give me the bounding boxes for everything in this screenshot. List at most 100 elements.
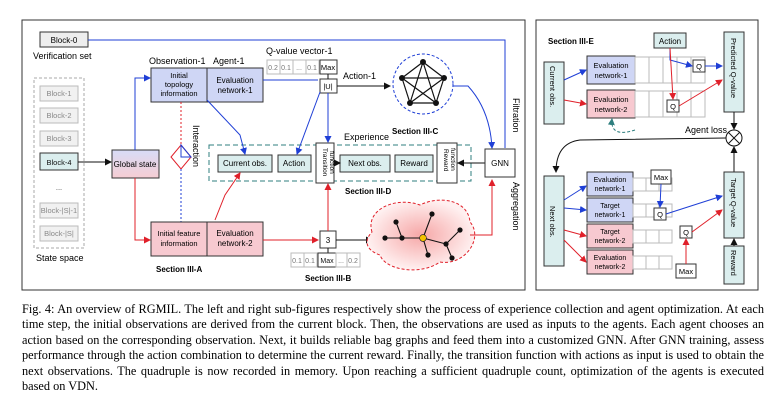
- r-q1-label: Q: [696, 62, 702, 71]
- target-q-label: Target Q-value: [729, 178, 738, 227]
- global-state-label: Global state: [114, 160, 157, 169]
- filtration-label: Filtration: [511, 98, 521, 133]
- reward-function-line2: function: [449, 148, 456, 171]
- r-qcell: [676, 56, 692, 84]
- right-panel-frame: [535, 19, 759, 291]
- section-e-label: Section III-E: [548, 37, 594, 46]
- r-qcell: [632, 203, 647, 218]
- r-qcell: [632, 229, 647, 244]
- bag-node: [399, 235, 405, 241]
- q-cell-3-value: ...: [296, 65, 302, 72]
- bag-node: [393, 219, 399, 225]
- exp-next-obs-label: Next obs.: [348, 159, 382, 168]
- u-to-action-arrow: [295, 91, 321, 155]
- transition-function-line2: function: [328, 151, 335, 174]
- exp-action: [277, 154, 312, 173]
- aggregation-label: Aggregation: [511, 182, 521, 231]
- r-obs-to-eval2-arrow: [563, 99, 587, 107]
- section-c-label: Section III-C: [392, 127, 438, 136]
- qvalue-vector-1-label: Q-value vector-1: [266, 46, 333, 56]
- u-label: |U|: [323, 82, 332, 91]
- state-block-4-label: Block-4: [46, 158, 71, 167]
- section-b-label: Section III-B: [305, 274, 351, 283]
- r-action-to-q2: [669, 47, 677, 100]
- figure-caption: Fig. 4: An overview of RGMIL. The left a…: [22, 302, 764, 394]
- r-qcell: [648, 56, 664, 84]
- block-0-label: Block-0: [51, 36, 78, 45]
- state-block-3: [39, 130, 79, 147]
- r-qcell: [648, 90, 664, 118]
- r-eval-net-2b-box: [586, 249, 634, 275]
- initial-topology-line1: Initial: [170, 71, 188, 80]
- r-qcell: [658, 229, 673, 244]
- exp-reward: [394, 154, 434, 173]
- verification-line: [88, 39, 506, 148]
- state-block-ellipsis: ...: [56, 183, 62, 192]
- r-next-obs-label: Next obs.: [548, 206, 557, 238]
- rgmil-overview-figure: Block-0 Verification set Block-1 Block-2…: [21, 19, 759, 291]
- r-qcell: [632, 177, 647, 192]
- r-max1-to-q3: [656, 183, 664, 208]
- bag-node: [429, 211, 435, 217]
- evaluation-network-1-box: [206, 67, 264, 103]
- state-block-1-label: Block-1: [46, 89, 71, 98]
- state-block-1: [39, 85, 79, 102]
- state-block-2-label: Block-2: [46, 111, 71, 120]
- q2-cell-1-value: 0.1: [292, 258, 302, 265]
- r-eval-net-1b-line1: Evaluation: [594, 177, 627, 184]
- exp-current-obs: [217, 154, 273, 173]
- evaluation-network-2-line2: network-2: [217, 239, 253, 248]
- bag-node: [449, 255, 455, 261]
- action-1-label: Action-1: [343, 71, 376, 81]
- r-qcell: [658, 255, 673, 270]
- initial-topology-line2: topology: [165, 80, 194, 89]
- agent-loss-cross: [728, 132, 740, 144]
- r-eval-net-1-line1: Evaluation: [593, 61, 628, 70]
- initial-feature-line2: information: [160, 239, 197, 248]
- state-block-3-label: Block-3: [46, 134, 71, 143]
- evaluation-network-1-line2: network-1: [217, 86, 253, 95]
- q2-cell-max: Max: [320, 258, 334, 265]
- r-eval-net-2b-line1: Evaluation: [594, 255, 627, 262]
- verification-set-label: Verification set: [33, 51, 92, 61]
- gnn-box: [484, 148, 516, 178]
- state-block-2: [39, 107, 79, 124]
- r-eval-net-1-box: [586, 55, 636, 85]
- r-next-to-target2: [563, 229, 587, 238]
- q-cell-4-value: 0.1: [307, 65, 317, 72]
- q-cell-1-value: 0.2: [268, 65, 278, 72]
- exp-current-obs-label: Current obs.: [223, 159, 267, 168]
- r-q3-label: Q: [657, 210, 663, 219]
- complete-graph: [401, 61, 445, 104]
- r-obs-to-eval1-arrow: [563, 69, 587, 81]
- exp-reward-label: Reward: [400, 159, 428, 168]
- agent-1-label: Agent-1: [213, 56, 245, 66]
- r-target-net-1-box: [586, 197, 634, 223]
- observation-1-label: Observation-1: [149, 56, 206, 66]
- state-block-s-minus-1: [39, 202, 79, 219]
- r-qcell: [632, 255, 647, 270]
- r-next-to-eval1b: [563, 185, 587, 201]
- r-max-2-label: Max: [679, 267, 693, 276]
- state-block-s: [39, 225, 79, 242]
- bag-node: [425, 252, 431, 258]
- evaluation-network-2-box: [206, 221, 264, 257]
- r-q4-label: Q: [683, 228, 689, 237]
- r-eval-net-2-line1: Evaluation: [593, 95, 628, 104]
- graph-node: [407, 100, 413, 106]
- r-target-net-1-line1: Target: [600, 203, 620, 210]
- r-q4-to-target: [691, 209, 723, 233]
- section-a-label: Section III-A: [156, 265, 202, 274]
- graph-node: [399, 75, 405, 81]
- global-to-feature-arrow: [134, 178, 151, 244]
- evaluation-network-1-line1: Evaluation: [216, 76, 253, 85]
- feature-to-currentobs-arrow: [214, 172, 241, 221]
- bag-node: [457, 227, 463, 233]
- r-next-to-target1: [563, 205, 587, 213]
- experience-label: Experience: [344, 132, 389, 142]
- q2-cell-2: [303, 252, 318, 268]
- left-panel-frame: [21, 19, 526, 291]
- graph-node: [420, 59, 426, 65]
- r-eval-net-2-box: [586, 89, 636, 119]
- r-eval-net-1b-box: [586, 171, 634, 197]
